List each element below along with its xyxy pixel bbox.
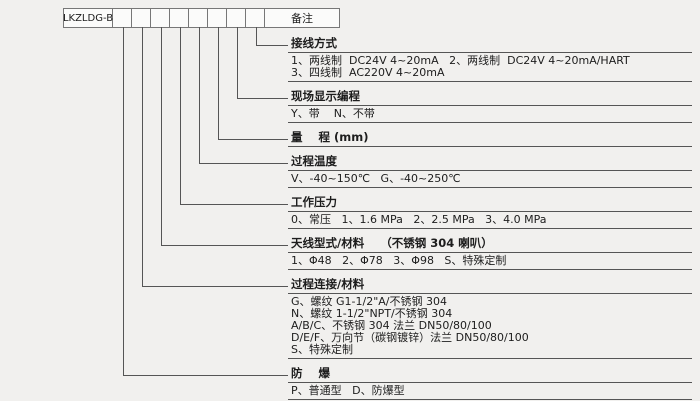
section-title-connection: 过程连接/材料	[288, 277, 692, 294]
connector-vline-pressure	[180, 27, 181, 205]
remark-box: 备注	[265, 8, 340, 28]
option-line: V、-40~150℃ G、-40~250℃	[291, 172, 461, 185]
connector-hline-connection	[142, 286, 288, 287]
model-prefix-box: LKZLDG-B	[63, 8, 113, 28]
section-title-explosion: 防 爆	[288, 366, 692, 383]
connector-hline-wiring	[256, 45, 288, 46]
code-box-7	[227, 8, 246, 28]
connector-hline-antenna	[161, 245, 288, 246]
connector-hline-display	[237, 98, 288, 99]
section-title-wiring: 接线方式	[288, 36, 692, 53]
section-title-temperature: 过程温度	[288, 154, 692, 171]
option-line: G、螺纹 G1-1/2"A/不锈钢 304	[291, 295, 447, 308]
section-options-pressure: 0、常压 1、1.6 MPa 2、2.5 MPa 3、4.0 MPa	[288, 212, 692, 229]
option-line: 0、常压 1、1.6 MPa 2、2.5 MPa 3、4.0 MPa	[291, 213, 547, 226]
section-options-display: Y、带 N、不带	[288, 106, 692, 123]
section-range: 量 程 (mm)	[288, 130, 692, 147]
model-code-row: LKZLDG-B 备注	[63, 8, 340, 28]
option-line: S、特殊定制	[291, 343, 353, 356]
connector-hline-temperature	[199, 163, 288, 164]
connector-hline-explosion	[123, 375, 288, 376]
code-box-6	[208, 8, 227, 28]
option-line: P、普通型 D、防爆型	[291, 384, 405, 397]
option-line: 1、Φ48 2、Φ78 3、Φ98 S、特殊定制	[291, 254, 507, 267]
code-box-8	[246, 8, 265, 28]
section-options-wiring: 1、两线制 DC24V 4~20mA 2、两线制 DC24V 4~20mA/HA…	[288, 53, 692, 82]
section-title-display: 现场显示编程	[288, 89, 692, 106]
connector-hline-range	[218, 139, 288, 140]
connector-vline-display	[237, 27, 238, 99]
option-line: Y、带 N、不带	[291, 107, 375, 120]
connector-vline-explosion	[123, 27, 124, 376]
code-box-1	[113, 8, 132, 28]
section-title-antenna: 天线型式/材料 （不锈钢 304 喇叭）	[288, 236, 692, 253]
option-line: D/E/F、万向节（碳钢镀锌）法兰 DN50/80/100	[291, 331, 529, 344]
option-line: 3、四线制 AC220V 4~20mA	[291, 66, 445, 79]
section-antenna: 天线型式/材料 （不锈钢 304 喇叭）1、Φ48 2、Φ78 3、Φ98 S、…	[288, 236, 692, 270]
option-line: 1、两线制 DC24V 4~20mA 2、两线制 DC24V 4~20mA/HA…	[291, 54, 630, 67]
code-box-5	[189, 8, 208, 28]
connector-hline-pressure	[180, 204, 288, 205]
section-options-temperature: V、-40~150℃ G、-40~250℃	[288, 171, 692, 188]
connector-vline-connection	[142, 27, 143, 287]
option-line: A/B/C、不锈钢 304 法兰 DN50/80/100	[291, 319, 492, 332]
section-options-antenna: 1、Φ48 2、Φ78 3、Φ98 S、特殊定制	[288, 253, 692, 270]
option-line: N、螺纹 1-1/2"NPT/不锈钢 304	[291, 307, 453, 320]
section-title-range: 量 程 (mm)	[288, 130, 692, 147]
code-box-4	[170, 8, 189, 28]
section-title-pressure: 工作压力	[288, 195, 692, 212]
connector-vline-antenna	[161, 27, 162, 246]
connector-vline-temperature	[199, 27, 200, 164]
code-box-2	[132, 8, 151, 28]
section-options-explosion: P、普通型 D、防爆型	[288, 383, 692, 400]
connector-vline-range	[218, 27, 219, 140]
connector-vline-wiring	[256, 27, 257, 46]
code-box-3	[151, 8, 170, 28]
